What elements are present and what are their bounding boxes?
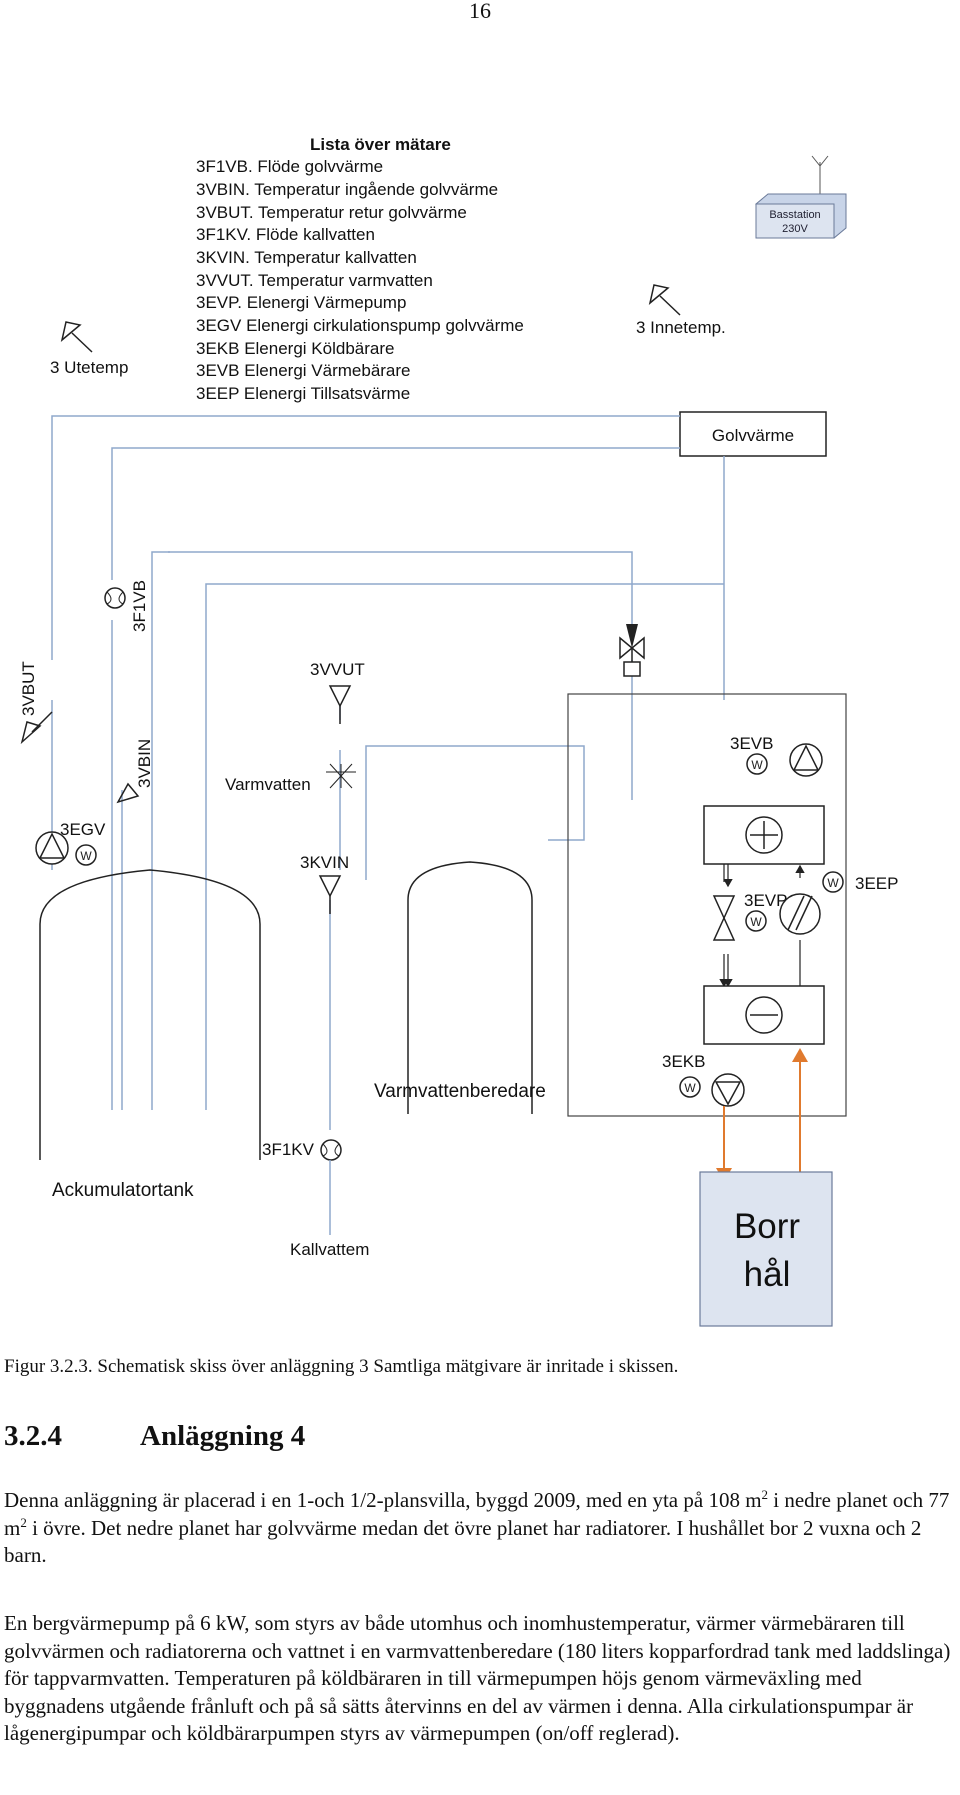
meter-list-item: 3EKB Elenergi Köldbärare <box>196 339 394 358</box>
base-station-label-line2: 230V <box>782 223 808 235</box>
three-way-valve-icon <box>619 624 645 677</box>
heating-system-schematic: Lista över mätare 3F1VB. Flöde golvvärme… <box>19 135 898 1327</box>
borehole-label-line2: hål <box>744 1255 791 1294</box>
paragraph-text: Denna anläggning är placerad i en 1-och … <box>4 1488 762 1512</box>
ekb-label: 3EKB <box>662 1052 705 1071</box>
vbin-label: 3VBIN <box>135 739 154 788</box>
meter-list-item: 3VBIN. Temperatur ingående golvvärme <box>196 180 498 199</box>
paragraph: Denna anläggning är placerad i en 1-och … <box>4 1487 960 1570</box>
borehole-label-line1: Borr <box>734 1207 800 1246</box>
meter-list-item: 3EGV Elenergi cirkulationspump golvvärme <box>196 316 524 335</box>
borehole-box <box>699 1171 833 1327</box>
evb-energy-meter-icon: W <box>746 753 768 775</box>
kvin-temp-sensor-icon <box>318 875 342 914</box>
egv-energy-meter-icon: W <box>75 844 97 866</box>
section-number: 3.2.4 <box>4 1420 62 1452</box>
meter-list-item: 3VBUT. Temperatur retur golvvärme <box>196 203 467 222</box>
f1kv-flow-meter-icon <box>320 1139 342 1161</box>
w-symbol: W <box>684 1081 696 1095</box>
kvin-label: 3KVIN <box>300 853 349 872</box>
w-symbol: W <box>750 915 762 929</box>
paragraph-text: i nedre planet och 77 m <box>4 1488 950 1540</box>
refrigerant-circuit <box>719 864 805 990</box>
meter-list-item: 3EEP Elenergi Tillsatsvärme <box>196 384 410 403</box>
f1kv-label: 3F1KV <box>262 1140 315 1159</box>
pipe-network <box>51 415 725 1160</box>
hot-water-tap-icon <box>326 763 356 789</box>
vbut-temp-sensor-icon <box>20 711 53 745</box>
section-title: Anläggning 4 <box>140 1420 306 1452</box>
egv-pump-icon <box>35 831 69 865</box>
evp-label: 3EVP <box>744 891 787 910</box>
vvut-temp-sensor-icon <box>328 685 352 724</box>
w-symbol: W <box>827 876 839 890</box>
floor-heating-box <box>679 411 827 457</box>
page-number: 16 <box>469 0 491 23</box>
ekb-energy-meter-icon: W <box>679 1076 701 1098</box>
meter-list-title: Lista över mätare <box>310 135 451 154</box>
cold-water-label: Kallvattem <box>290 1240 369 1259</box>
heat-pump-frame <box>567 693 847 1117</box>
meter-list-item: 3KVIN. Temperatur kallvatten <box>196 248 417 267</box>
indoor-temp-label: 3 Innetemp. <box>636 318 726 337</box>
eep-energy-meter-icon: W <box>822 871 844 893</box>
meter-list-item: 3VVUT. Temperatur varmvatten <box>196 271 433 290</box>
water-heater-label: Varmvattenberedare <box>374 1081 546 1102</box>
meter-list-item: 3EVB Elenergi Värmebärare <box>196 361 411 380</box>
superscript: 2 <box>761 1487 769 1502</box>
accumulator-label: Ackumulatortank <box>52 1180 194 1201</box>
expansion-valve-icon <box>712 895 736 941</box>
vvut-label: 3VVUT <box>310 660 365 679</box>
hot-water-label: Varmvatten <box>225 775 311 794</box>
figure-caption: Figur 3.2.3. Schematisk skiss över anläg… <box>4 1356 679 1377</box>
superscript: 2 <box>20 1514 27 1530</box>
f1vb-label: 3F1VB <box>130 580 149 632</box>
plus-icon <box>745 816 783 854</box>
meter-list-item: 3F1VB. Flöde golvvärme <box>196 157 383 176</box>
egv-label: 3EGV <box>60 820 106 839</box>
eep-label: 3EEP <box>855 874 898 893</box>
accumulator-pipes <box>111 880 207 1110</box>
meter-list-item: 3F1KV. Flöde kallvatten <box>196 225 375 244</box>
outdoor-temp-label: 3 Utetemp <box>50 358 128 377</box>
ekb-pump-icon <box>711 1073 745 1107</box>
base-station-label-line1: Basstation <box>769 209 820 221</box>
outdoor-temp-sensor-icon <box>60 321 93 353</box>
f1vb-flow-meter-icon <box>104 587 126 609</box>
water-heater-tank <box>407 861 533 1114</box>
indoor-temp-sensor-icon <box>648 284 681 316</box>
meter-list: 3F1VB. Flöde golvvärme 3VBIN. Temperatur… <box>196 157 524 403</box>
meter-list-item: 3EVP. Elenergi Värmepump <box>196 293 406 312</box>
accumulator-tank <box>39 869 261 1160</box>
evb-pump-icon <box>789 743 823 777</box>
base-station: Basstation 230V <box>755 155 847 239</box>
evb-label: 3EVB <box>730 734 773 753</box>
minus-icon <box>745 996 783 1034</box>
paragraph-text: i övre. Det nedre planet har golvvärme m… <box>4 1515 922 1568</box>
vbin-temp-sensor-icon <box>116 782 140 804</box>
w-symbol: W <box>751 758 763 772</box>
w-symbol: W <box>80 849 92 863</box>
compressor-icon <box>779 893 821 935</box>
evp-energy-meter-icon: W <box>745 910 767 932</box>
floor-heating-label: Golvvärme <box>712 426 794 445</box>
paragraph: En bergvärmepump på 6 kW, som styrs av b… <box>4 1611 951 1745</box>
brine-arrows <box>716 1048 808 1182</box>
section-heading: 3.2.4 Anläggning 4 <box>4 1420 305 1453</box>
vbut-label: 3VBUT <box>19 661 38 716</box>
